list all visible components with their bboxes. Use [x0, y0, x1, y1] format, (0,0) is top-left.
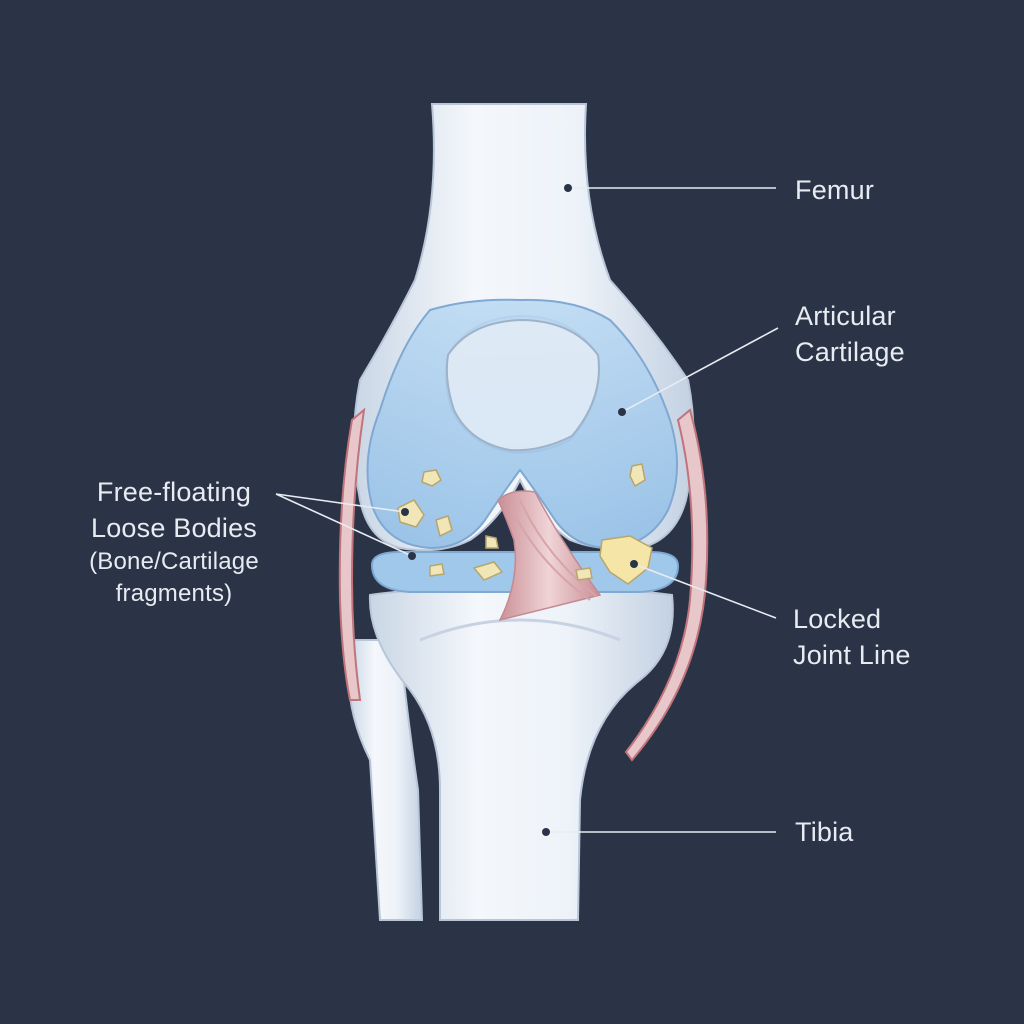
leader-lines [275, 187, 779, 833]
loose-leader-2 [275, 493, 413, 557]
tibia-plateau-shade [419, 618, 621, 642]
loose-body-fragments [397, 463, 653, 585]
leader-dots [401, 184, 638, 836]
lateral-collateral-ligament [624, 408, 709, 762]
loose-leader-1 [275, 493, 406, 513]
loose-bodies-label: Free-floating Loose Bodies (Bone/Cartila… [89, 477, 259, 607]
articular-cartilage-label: Articular Cartilage [795, 301, 905, 367]
cartilage-leader [621, 327, 779, 413]
locked-leader [633, 563, 777, 619]
femur-label: Femur [795, 175, 875, 205]
locking-fragment [599, 535, 653, 585]
locked-joint-line-label: Locked Joint Line [793, 604, 911, 670]
tibia-label: Tibia [795, 817, 854, 847]
